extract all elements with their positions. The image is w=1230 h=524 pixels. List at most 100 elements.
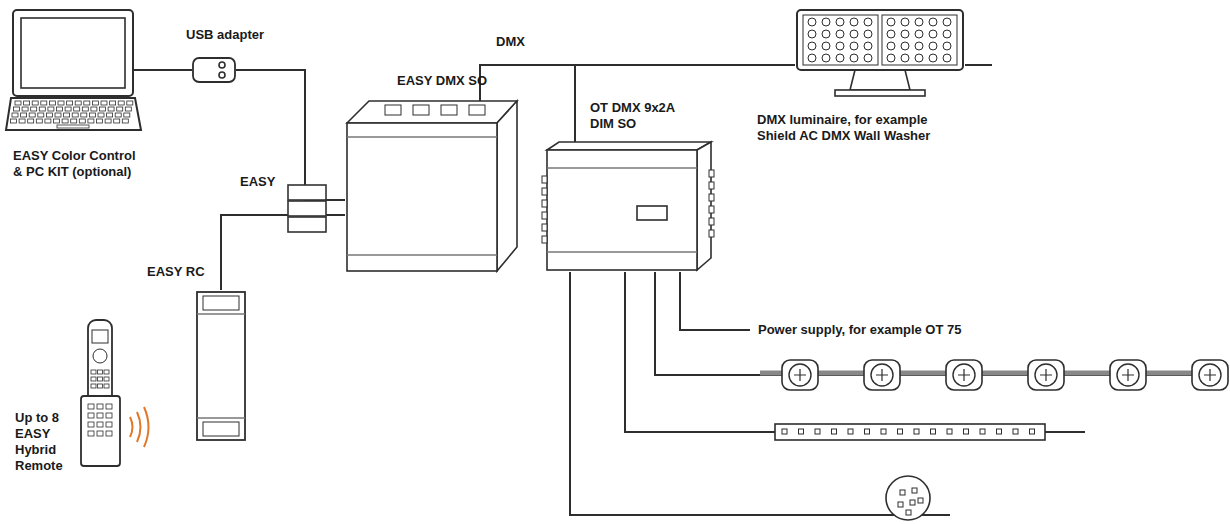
led-dot [864,18,872,26]
device-label: EASY Color Control & PC KIT (optional) [13,148,148,180]
luminaire-panel [882,15,957,65]
housing-groove [547,251,697,253]
usb-body [193,58,235,82]
device-label: DMX luminaire, for example Shield AC DMX… [757,112,962,144]
laptop-display [21,18,125,88]
rc-groove [197,313,245,315]
led-dot [901,42,909,50]
led-dot [915,42,923,50]
display-window [637,206,667,220]
module-led [898,502,903,507]
cradle-button [97,431,103,436]
device-node: Up to 8 EASY Hybrid Remote [78,318,123,468]
led-dot [850,54,858,62]
led-dot [943,18,951,26]
laptop-key [58,101,64,105]
device-shape [197,292,245,440]
laptop-key [62,119,68,123]
led-dot [915,18,923,26]
led-dot [836,18,844,26]
remote-button [91,384,96,388]
rc-housing [197,292,245,440]
terminal [413,105,429,115]
laptop-touchpad [57,125,89,128]
laptop-key [100,107,106,111]
signal-label: EASY [238,174,277,190]
housing-side [497,101,517,271]
laptop-key [101,101,107,105]
side-notch [709,206,714,213]
laptop-key [11,119,17,123]
led-dot [808,30,816,38]
terminal [469,105,485,115]
led-dot [915,54,923,62]
housing-groove [547,167,697,169]
device-shape [81,320,120,466]
laptop-key [122,119,128,123]
cable [221,215,345,290]
side-notch [542,212,547,219]
device-node: USB adapter [192,57,236,83]
housing-groove [347,136,497,138]
remote-button [104,384,109,388]
laptop-key [105,119,111,123]
led-cross [958,369,970,381]
laptop-key [84,101,90,105]
led-module [1028,360,1064,390]
laptop-key [81,113,87,117]
laptop-key [15,101,21,105]
rc-groove [197,417,245,419]
led-dot [822,54,830,62]
radio-waves [130,407,149,447]
laptop-key [67,101,73,105]
strip-led [898,429,903,434]
device-node: EASY RC [195,290,247,442]
strip-led [865,429,870,434]
strip-led [947,429,952,434]
led-module [1192,360,1228,390]
laptop-key [39,107,45,111]
led-dot [836,30,844,38]
signal-label: DMX [494,34,527,50]
remote-button [91,370,96,374]
device-shape [542,142,714,270]
led-dot [808,54,816,62]
device-drawing [345,95,520,273]
laptop-key [118,101,124,105]
laptop-screen [13,10,133,96]
cradle-button [88,431,94,436]
laptop-key [114,119,120,123]
luminaire-foot [835,90,925,96]
laptop-key [21,113,27,117]
device-drawing [545,140,715,272]
device-shape [193,58,235,82]
remote-button [98,377,103,381]
cradle-button [97,422,103,427]
strip-led [931,429,936,434]
note-label: Power supply, for example OT 75 [756,322,964,338]
led-cable [760,371,1228,376]
remote-button [104,377,109,381]
wire [680,272,750,330]
laptop-key [31,107,37,111]
device-label: Up to 8 EASY Hybrid Remote [15,410,73,474]
module-led [912,488,917,493]
strip-led [881,429,886,434]
strip-led [832,429,837,434]
cradle-button [106,404,112,409]
laptop-key [97,119,103,123]
side-notch [542,188,547,195]
led-dot [864,42,872,50]
device-node: OT DMX 9x2A DIM SO [545,140,715,272]
led-cross [876,369,888,381]
strip-led [914,429,919,434]
led-dot [915,30,923,38]
led-dot [929,54,937,62]
wire [655,272,1228,375]
cable [480,65,795,101]
laptop-key [29,113,35,117]
splitter-block [288,185,326,200]
connectors [132,65,795,290]
cradle-button [88,404,94,409]
laptop-key [98,113,104,117]
